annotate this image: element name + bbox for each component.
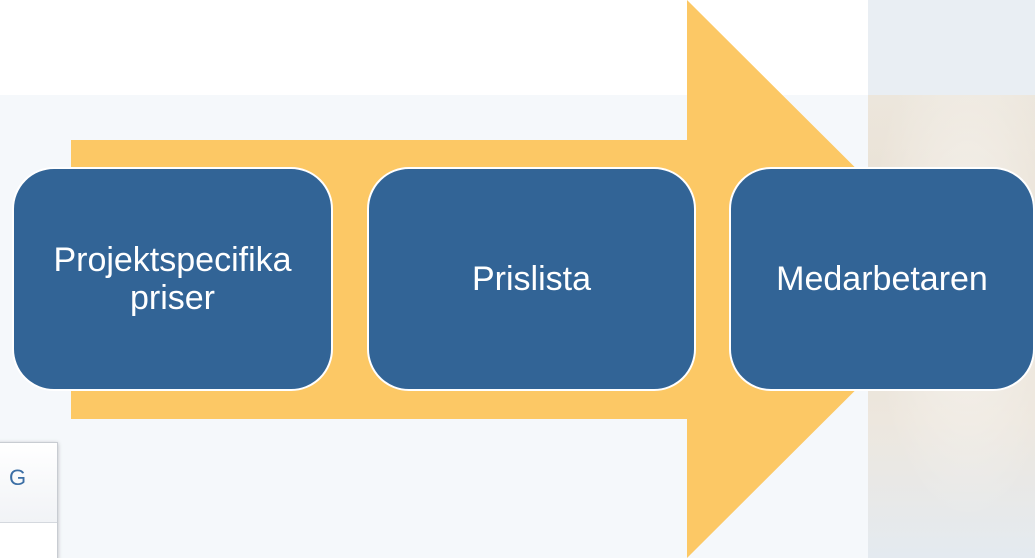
background-top (0, 0, 1035, 95)
process-step-label: Prislista (471, 260, 592, 298)
process-step-label: Medarbetaren (776, 260, 988, 298)
process-step-prislista: Prislista (367, 167, 696, 391)
process-step-medarbetaren: Medarbetaren (729, 167, 1035, 391)
partial-window-header: G (0, 443, 57, 523)
process-step-projektspecifika-priser: Projektspecifika priser (12, 167, 333, 391)
process-step-label: Projektspecifika priser (53, 241, 292, 317)
partial-window-text: G (9, 465, 27, 490)
partial-window-fragment: G (0, 442, 58, 558)
